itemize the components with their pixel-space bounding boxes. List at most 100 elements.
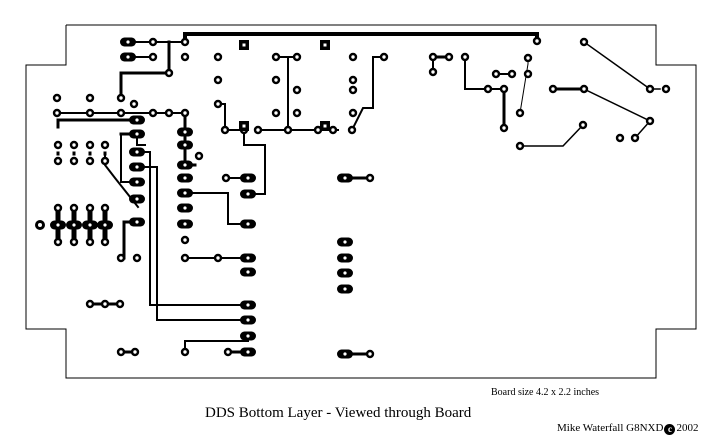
drill-hole <box>216 256 220 260</box>
drill-hole <box>56 206 60 210</box>
drill-hole <box>648 87 652 91</box>
drill-hole <box>246 318 250 322</box>
drill-hole <box>183 111 187 115</box>
drill-hole <box>103 159 107 163</box>
drill-hole <box>526 56 530 60</box>
copyright-icon: c <box>664 424 676 435</box>
trace <box>184 340 249 353</box>
drill-hole <box>518 111 522 115</box>
drill-hole <box>295 88 299 92</box>
drill-hole <box>183 191 187 195</box>
copper-traces <box>55 32 661 356</box>
trace <box>519 123 585 147</box>
drill-hole <box>135 180 139 184</box>
drill-hole <box>351 78 355 82</box>
drill-hole <box>216 102 220 106</box>
drill-hole <box>72 223 76 227</box>
drill-hole <box>126 55 130 59</box>
trace <box>582 40 661 90</box>
drill-hole <box>246 222 250 226</box>
drill-hole <box>535 39 539 43</box>
drill-hole <box>246 256 250 260</box>
drill-hole <box>167 71 171 75</box>
drill-hole <box>343 287 347 291</box>
drill-hole <box>216 55 220 59</box>
board-outline <box>25 24 697 379</box>
drill-hole <box>343 240 347 244</box>
drill-hole <box>256 128 260 132</box>
drill-hole <box>526 72 530 76</box>
drill-hole <box>183 143 187 147</box>
drill-hole <box>72 240 76 244</box>
drill-hole <box>88 302 92 306</box>
drill-hole <box>151 111 155 115</box>
drill-hole <box>133 350 137 354</box>
drill-hole <box>183 350 187 354</box>
drill-hole <box>242 124 246 128</box>
drill-hole <box>368 352 372 356</box>
drill-hole <box>183 55 187 59</box>
drill-hole <box>119 256 123 260</box>
drill-hole <box>518 144 522 148</box>
drill-hole <box>56 240 60 244</box>
drill-hole <box>72 159 76 163</box>
drill-hole <box>274 78 278 82</box>
drill-hole <box>447 55 451 59</box>
drill-hole <box>72 206 76 210</box>
trace <box>350 56 385 132</box>
drill-hole <box>431 55 435 59</box>
drill-hole <box>246 192 250 196</box>
drill-hole <box>103 223 107 227</box>
drill-hole <box>132 102 136 106</box>
drill-hole <box>510 72 514 76</box>
drill-hole <box>56 143 60 147</box>
drill-hole <box>350 128 354 132</box>
copyright-year: 2002 <box>676 422 699 434</box>
drill-hole <box>119 350 123 354</box>
board-size-label: Board size 4.2 x 2.2 inches <box>491 387 600 398</box>
drill-hole <box>246 176 250 180</box>
drill-hole <box>167 111 171 115</box>
drill-hole <box>351 88 355 92</box>
drill-hole <box>88 143 92 147</box>
drill-hole <box>581 123 585 127</box>
trace <box>183 32 539 43</box>
drill-hole <box>88 159 92 163</box>
drill-hole <box>183 130 187 134</box>
drill-hole <box>323 43 327 47</box>
drill-hole <box>88 96 92 100</box>
drill-hole <box>582 87 586 91</box>
trace <box>122 220 139 260</box>
drill-hole <box>246 270 250 274</box>
drill-hole <box>274 111 278 115</box>
drill-hole <box>103 302 107 306</box>
copper-pads <box>35 36 671 359</box>
trace <box>464 56 505 90</box>
drill-hole <box>502 87 506 91</box>
drill-hole <box>618 136 622 140</box>
drill-hole <box>38 223 42 227</box>
trace <box>136 151 249 306</box>
drill-hole <box>551 87 555 91</box>
drill-hole <box>55 96 59 100</box>
drill-hole <box>246 303 250 307</box>
drill-hole <box>88 240 92 244</box>
drill-hole <box>183 163 187 167</box>
trace <box>519 57 529 114</box>
drill-hole <box>382 55 386 59</box>
drill-hole <box>135 118 139 122</box>
drill-hole <box>224 176 228 180</box>
drill-hole <box>135 256 139 260</box>
drill-hole <box>103 206 107 210</box>
drill-hole <box>368 176 372 180</box>
drill-hole <box>226 350 230 354</box>
drill-hole <box>274 55 278 59</box>
drill-hole <box>72 143 76 147</box>
drill-hole <box>633 136 637 140</box>
drill-hole <box>126 40 130 44</box>
drill-hole <box>316 128 320 132</box>
drill-hole <box>135 165 139 169</box>
drill-hole <box>183 40 187 44</box>
drill-hole <box>648 119 652 123</box>
